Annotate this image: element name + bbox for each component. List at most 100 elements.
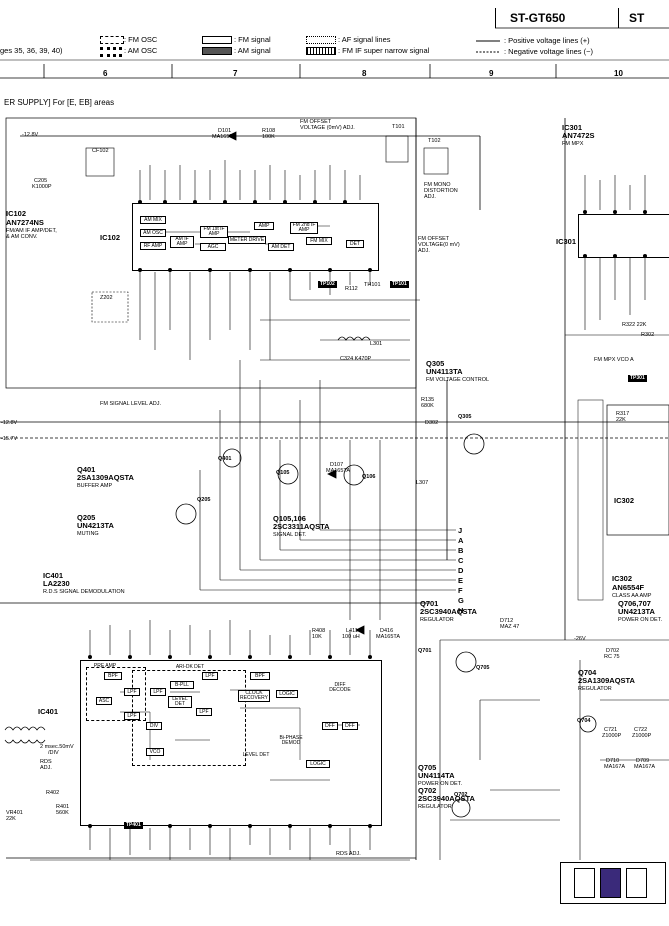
- q305-ref: Q305: [426, 359, 445, 368]
- legend-af-signal: : AF signal lines: [338, 35, 391, 44]
- component-ref: Z202: [100, 295, 113, 301]
- ic102-inner-label: IC102: [100, 233, 121, 242]
- q305-desc: FM VOLTAGE CONTROL: [426, 377, 490, 383]
- q706-desc: POWER ON DET.: [618, 617, 663, 623]
- component-ref: D709: [636, 758, 650, 764]
- ic401-block: DIV: [146, 722, 162, 730]
- ic301-box: [578, 214, 669, 258]
- q701-part: 2SC3940AQSTA: [420, 607, 477, 616]
- ic302-inner-label: IC302: [614, 496, 635, 505]
- ic401-block: Bi-PHASE DEMOD: [279, 735, 303, 746]
- component-ref: D702: [606, 648, 620, 654]
- component-ref: C721: [604, 727, 618, 733]
- ic302-ref: IC302: [612, 574, 633, 583]
- component-ref: R112: [345, 286, 358, 292]
- component-ref: R135: [421, 397, 435, 403]
- ic401-block: ASC: [96, 697, 112, 705]
- ic102-block: METER DRIVE: [228, 236, 266, 244]
- component-value: 680K: [421, 403, 434, 409]
- ic102-block: FM 2nd IF AMP: [290, 222, 318, 234]
- ic401-block: BPF: [250, 672, 270, 680]
- ic302-desc: CLASS AA AMP: [612, 593, 652, 599]
- bus-letter: D: [458, 566, 464, 575]
- component-value: MA165TA: [212, 134, 237, 140]
- ic401-part: LA2230: [43, 579, 70, 588]
- component-ref: D712: [500, 618, 514, 624]
- page-nav-prev-button[interactable]: [574, 868, 595, 898]
- component-ref: R408: [312, 628, 326, 634]
- model-next-text: ST: [629, 11, 645, 25]
- bus-letter: G: [458, 596, 464, 605]
- q702-part: 2SC3940AQSTA: [418, 794, 475, 803]
- voltage-label: -12.8V: [22, 132, 39, 138]
- model-main-text: ST-GT650: [510, 11, 566, 25]
- q701-ref: Q701: [420, 599, 439, 608]
- component-ref: C324 K470P: [340, 356, 372, 362]
- component-ref: C722: [634, 727, 648, 733]
- rds-adj-left-label: RDS: [40, 759, 52, 765]
- ic301-desc: FM MPX: [562, 141, 584, 147]
- ic102-block: DET: [346, 240, 364, 248]
- bus-letter: C: [458, 556, 464, 565]
- model-title: ST-GT650: [495, 8, 615, 28]
- ic401-block: LPF: [124, 712, 140, 720]
- fm-mono-label: FM MONO: [424, 182, 451, 188]
- ic401-block: DFF: [342, 722, 358, 730]
- ic401-block: LOGIC: [276, 690, 298, 698]
- legend-am-signal: : AM signal: [234, 46, 271, 55]
- q702-ref: Q702: [418, 786, 437, 795]
- q704-part: 2SA1309AQSTA: [578, 676, 635, 685]
- component-value: MA165TA: [376, 634, 401, 640]
- column-number: 8: [362, 69, 367, 78]
- tp102-badge: TP102: [318, 281, 337, 288]
- ic401-block: DFF: [322, 722, 338, 730]
- page-nav-next-button[interactable]: [626, 868, 647, 898]
- component-value: MA167A: [604, 764, 626, 770]
- component-ref: L301: [370, 341, 383, 347]
- ic401-block: DIFF DECODE: [329, 682, 351, 693]
- q705-desc: POWER ON DET.: [418, 781, 463, 787]
- scope-note: /DIV: [48, 750, 59, 756]
- q704-desc: REGULATOR: [578, 686, 612, 692]
- ic401-block: VCO: [146, 748, 164, 756]
- fm-offset-mid-label: VOLTAGE(0 mV): [418, 242, 460, 248]
- ic401-preamp-group: [86, 667, 146, 721]
- ic301-inner-label: IC301: [556, 237, 577, 246]
- component-ref: CF102: [92, 148, 109, 154]
- q701-label: Q701: [418, 648, 432, 654]
- q305-label: Q305: [458, 414, 472, 420]
- ic401-desc: R.D.S SIGNAL DEMODULATION: [43, 589, 125, 595]
- legend-neg-voltage: : Negative voltage lines (−): [504, 47, 594, 56]
- q305-part: UN4113TA: [426, 367, 463, 376]
- legend-am-osc: : AM OSC: [124, 46, 158, 55]
- ic401-block: ARI-DK DET: [175, 664, 205, 670]
- q401-ref: Q401: [77, 465, 96, 474]
- model-title-next: ST: [618, 8, 669, 28]
- ic401-block: LPF: [124, 688, 140, 696]
- component-ref: T102: [428, 138, 441, 144]
- component-value: Z1000P: [602, 733, 622, 739]
- page-nav-current-button[interactable]: [600, 868, 621, 898]
- tp301-badge: TP301: [628, 375, 647, 382]
- bus-letter: E: [458, 576, 464, 585]
- component-value: MAZ 47: [500, 624, 520, 630]
- ic102-block: AMP: [254, 222, 274, 230]
- component-ref: R317: [616, 411, 630, 417]
- legend-fm-osc: : FM OSC: [124, 35, 158, 44]
- component-ref: VR401: [6, 810, 23, 816]
- component-value: 100K: [262, 134, 275, 140]
- ic102-block: AM OSC: [140, 229, 166, 237]
- ic401-block: LPF: [150, 688, 166, 696]
- q105-desc: SIGNAL DET.: [273, 532, 307, 538]
- column-number: 10: [614, 69, 623, 78]
- column-number: 7: [233, 69, 238, 78]
- fm-signal-level-label: FM SIGNAL LEVEL ADJ.: [100, 401, 162, 407]
- legend-fm-if-narrow: : FM IF super narrow signal: [338, 46, 430, 55]
- component-ref: D416: [380, 628, 394, 634]
- voltage-label: -12.8V: [1, 420, 18, 426]
- ic102-desc: & AM CONV.: [6, 234, 38, 240]
- component-value: 560K: [56, 810, 69, 816]
- q705-label: Q705: [476, 665, 490, 671]
- ic401-block: LPF: [196, 708, 212, 716]
- section-title: ER SUPPLY] For [E, EB] areas: [4, 98, 115, 107]
